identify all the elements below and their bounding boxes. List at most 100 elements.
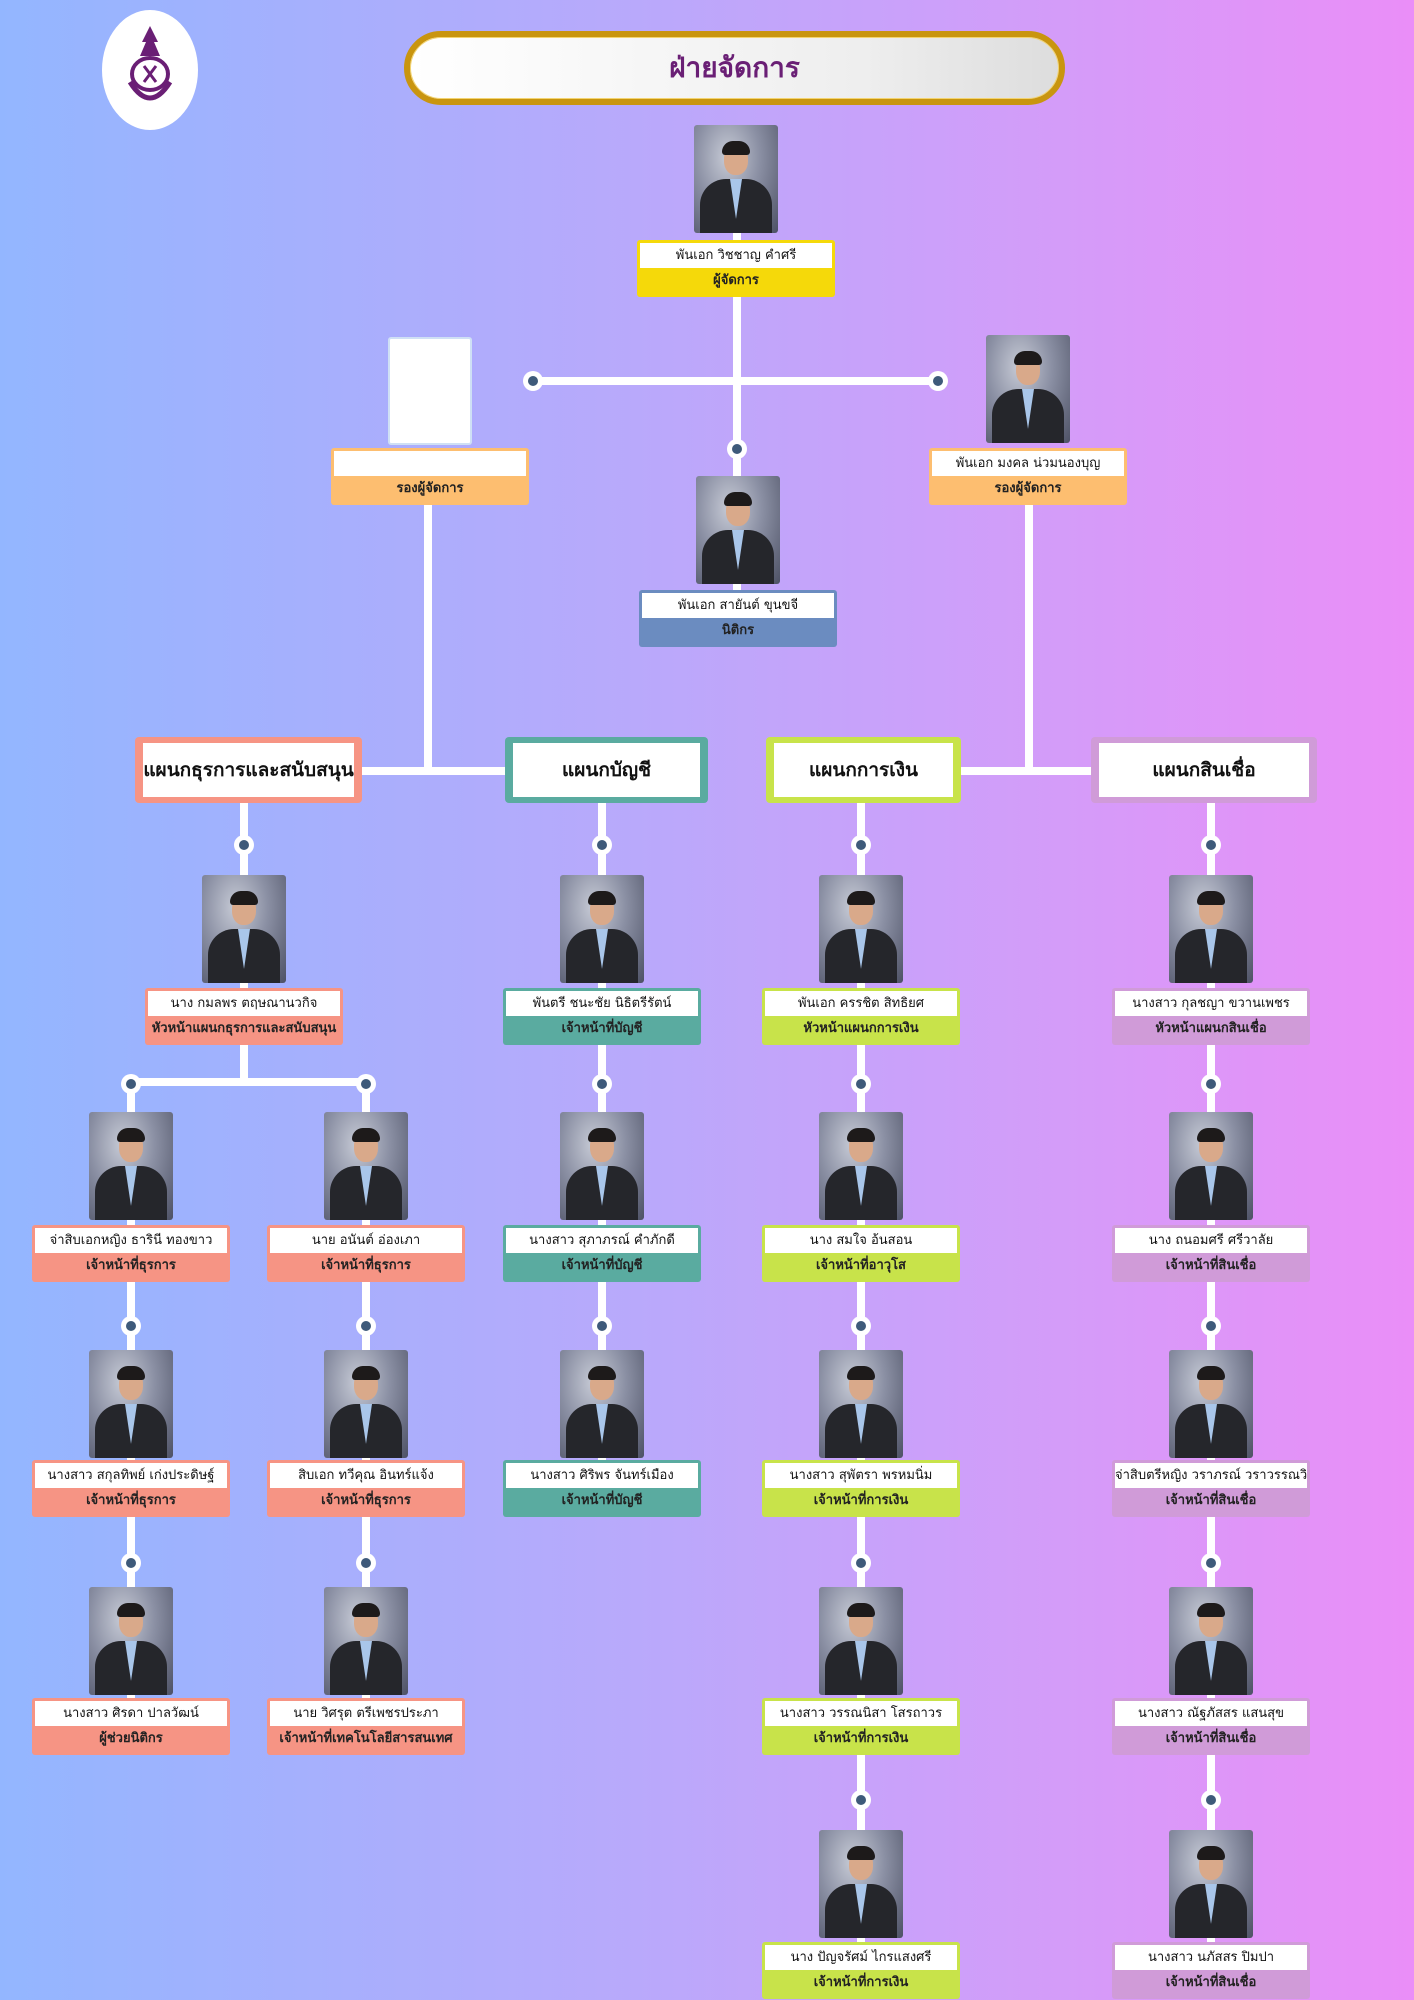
person-name: นางสาว ศิริพร จันทร์เมือง	[506, 1463, 698, 1488]
staff-card[interactable]: นางสาว สกุลทิพย์ เก่งประดิษฐ์เจ้าหน้าที่…	[32, 1460, 230, 1517]
portrait-photo	[560, 1350, 644, 1458]
person-role: เจ้าหน้าที่บัญชี	[561, 1493, 643, 1508]
person-role: เจ้าหน้าที่ธุรการ	[86, 1493, 176, 1508]
connector-node	[851, 1553, 871, 1573]
connector-node	[592, 1316, 612, 1336]
portrait-photo	[89, 1350, 173, 1458]
deputy-manager-card[interactable]: พันเอก มงคล น่วมนองบุญรองผู้จัดการ	[929, 448, 1127, 505]
staff-card[interactable]: นาย อนันต์ อ่องเภาเจ้าหน้าที่ธุรการ	[267, 1225, 465, 1282]
staff-card[interactable]: นาง ปัญจรัศม์ ไกรแสงศรีเจ้าหน้าที่การเงิ…	[762, 1942, 960, 1999]
person-name: จ่าสิบเอกหญิง ธารินี ทองขาว	[35, 1228, 227, 1253]
portrait-photo	[1169, 1587, 1253, 1695]
person-role: เจ้าหน้าที่สินเชื่อ	[1165, 1258, 1257, 1273]
portrait-photo	[819, 1350, 903, 1458]
person-role: เจ้าหน้าที่สินเชื่อ	[1165, 1731, 1257, 1746]
portrait-photo	[560, 1112, 644, 1220]
staff-card[interactable]: นาง สมใจ อ้นสอนเจ้าหน้าที่อาวุโส	[762, 1225, 960, 1282]
portrait-photo	[694, 125, 778, 233]
portrait-photo	[560, 875, 644, 983]
portrait-photo	[1169, 1830, 1253, 1938]
connector-node	[356, 1553, 376, 1573]
portrait-photo	[89, 1587, 173, 1695]
connector-node	[121, 1316, 141, 1336]
portrait-photo	[819, 1112, 903, 1220]
portrait-photo	[819, 1830, 903, 1938]
department-head-card[interactable]: พันเอก ครรชิต สิทธิยศหัวหน้าแผนกการเงิน	[762, 988, 960, 1045]
staff-card[interactable]: สิบเอก ทวีคุณ อินทร์แจ้งเจ้าหน้าที่ธุรกา…	[267, 1460, 465, 1517]
connector-line	[1025, 504, 1033, 771]
connector-line	[424, 504, 432, 771]
person-name: นาง สมใจ อ้นสอน	[765, 1228, 957, 1253]
person-name: พันเอก ครรชิต สิทธิยศ	[765, 991, 957, 1016]
person-role: เจ้าหน้าที่การเงิน	[813, 1731, 909, 1746]
staff-card[interactable]: นางสาว ศิริพร จันทร์เมืองเจ้าหน้าที่บัญช…	[503, 1460, 701, 1517]
person-name: นางสาว ศิรดา ปาลวัฒน์	[35, 1701, 227, 1726]
staff-card[interactable]: นางสาว สุภาภรณ์ คำภักดีเจ้าหน้าที่บัญชี	[503, 1225, 701, 1282]
connector-node	[121, 1553, 141, 1573]
staff-card[interactable]: จ่าสิบเอกหญิง ธารินี ทองขาวเจ้าหน้าที่ธุ…	[32, 1225, 230, 1282]
page-title: ฝ่ายจัดการ	[669, 51, 800, 84]
connector-node	[592, 835, 612, 855]
department-header[interactable]: แผนกธุรการและสนับสนุน	[135, 737, 362, 803]
connector-node	[851, 1316, 871, 1336]
department-name: แผนกบัญชี	[513, 743, 700, 797]
connector-node	[1201, 1316, 1221, 1336]
connector-node	[928, 371, 948, 391]
department-header[interactable]: แผนกการเงิน	[766, 737, 961, 803]
person-name: นาง กมลพร ตฤษณานวกิจ	[148, 991, 340, 1016]
connector-node	[851, 1790, 871, 1810]
department-name: แผนกการเงิน	[774, 743, 953, 797]
staff-card[interactable]: นางสาว ศิรดา ปาลวัฒน์ผู้ช่วยนิติกร	[32, 1698, 230, 1755]
person-role: เจ้าหน้าที่การเงิน	[813, 1493, 909, 1508]
portrait-photo	[819, 1587, 903, 1695]
connector-line	[733, 233, 741, 590]
portrait-photo	[324, 1350, 408, 1458]
person-name: สิบเอก ทวีคุณ อินทร์แจ้ง	[270, 1463, 462, 1488]
staff-card[interactable]: นาง ถนอมศรี ศรีวาลัยเจ้าหน้าที่สินเชื่อ	[1112, 1225, 1310, 1282]
deputy-manager-card[interactable]: รองผู้จัดการ	[331, 448, 529, 505]
person-name: นาย อนันต์ อ่องเภา	[270, 1228, 462, 1253]
person-name: พันเอก สายันต์ ขุนขจี	[642, 593, 834, 618]
person-role: เจ้าหน้าที่บัญชี	[561, 1258, 643, 1273]
title-banner: ฝ่ายจัดการ	[404, 31, 1065, 105]
department-head-card[interactable]: นาง กมลพร ตฤษณานวกิจหัวหน้าแผนกธุรการและ…	[145, 988, 343, 1045]
person-role: เจ้าหน้าที่การเงิน	[813, 1975, 909, 1990]
person-role: เจ้าหน้าที่เทคโนโลยีสารสนเทศ	[279, 1731, 453, 1746]
person-name: นาง ปัญจรัศม์ ไกรแสงศรี	[765, 1945, 957, 1970]
connector-node	[1201, 1074, 1221, 1094]
person-role: เจ้าหน้าที่สินเชื่อ	[1165, 1975, 1257, 1990]
person-name: พันเอก วิชชาญ คำศรี	[640, 243, 832, 268]
legal-officer-card[interactable]: พันเอก สายันต์ ขุนขจีนิติกร	[639, 590, 837, 647]
department-name: แผนกธุรการและสนับสนุน	[143, 743, 354, 797]
department-head-card[interactable]: นางสาว กุลชญา ขวานเพชรหัวหน้าแผนกสินเชื่…	[1112, 988, 1310, 1045]
staff-card[interactable]: นางสาว วรรณนิสา โสรถาวรเจ้าหน้าที่การเงิ…	[762, 1698, 960, 1755]
person-role: รองผู้จัดการ	[396, 481, 464, 496]
person-name: นางสาว ณัฐภัสสร แสนสุข	[1115, 1701, 1307, 1726]
portrait-photo	[696, 476, 780, 584]
person-name: นาง ถนอมศรี ศรีวาลัย	[1115, 1228, 1307, 1253]
person-role: รองผู้จัดการ	[994, 481, 1062, 496]
staff-card[interactable]: นางสาว นภัสสร ปิมปาเจ้าหน้าที่สินเชื่อ	[1112, 1942, 1310, 1999]
connector-line	[362, 767, 506, 775]
person-name: นาย วิศรุต ตรีเพชรประภา	[270, 1701, 462, 1726]
portrait-photo	[1169, 1112, 1253, 1220]
portrait-photo	[324, 1112, 408, 1220]
connector-node	[851, 835, 871, 855]
staff-card[interactable]: นางสาว สุพัตรา พรหมนิ่มเจ้าหน้าที่การเงิ…	[762, 1460, 960, 1517]
person-name: นางสาว สุภาภรณ์ คำภักดี	[506, 1228, 698, 1253]
connector-line	[533, 377, 938, 385]
person-role: ผู้ช่วยนิติกร	[99, 1731, 163, 1746]
person-name: พันเอก มงคล น่วมนองบุญ	[932, 451, 1124, 476]
staff-card[interactable]: นางสาว ณัฐภัสสร แสนสุขเจ้าหน้าที่สินเชื่…	[1112, 1698, 1310, 1755]
connector-node	[1201, 1553, 1221, 1573]
cooperative-logo	[102, 10, 198, 130]
department-header[interactable]: แผนกบัญชี	[505, 737, 708, 803]
manager-card[interactable]: พันเอก วิชชาญ คำศรีผู้จัดการ	[637, 240, 835, 297]
staff-card[interactable]: จ่าสิบตรีหญิง วราภรณ์ วราวรรณวิสุทธิ์เจ้…	[1112, 1460, 1310, 1517]
connector-line	[131, 1078, 366, 1086]
department-header[interactable]: แผนกสินเชื่อ	[1091, 737, 1317, 803]
person-role: หัวหน้าแผนกการเงิน	[803, 1021, 919, 1036]
department-head-card[interactable]: พันตรี ชนะชัย นิธิตรีรัตน์เจ้าหน้าที่บัญ…	[503, 988, 701, 1045]
staff-card[interactable]: นาย วิศรุต ตรีเพชรประภาเจ้าหน้าที่เทคโนโ…	[267, 1698, 465, 1755]
connector-node	[356, 1074, 376, 1094]
